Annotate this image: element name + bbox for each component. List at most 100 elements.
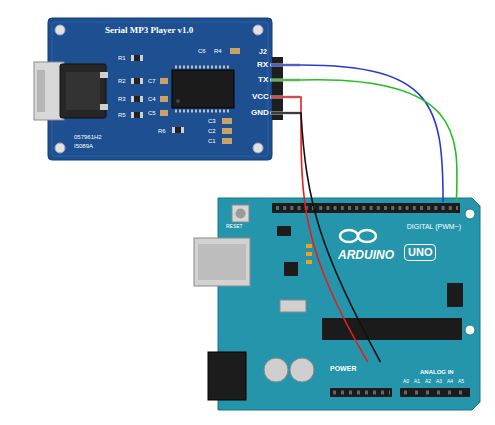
capacitors bbox=[290, 358, 314, 382]
jumper-wire bbox=[271, 65, 443, 202]
usb-port bbox=[194, 238, 250, 286]
status-leds bbox=[306, 260, 312, 264]
arduino-pcb bbox=[465, 209, 475, 219]
arduino-logo bbox=[340, 230, 376, 242]
board-marking: I5089A bbox=[74, 143, 93, 149]
power-jack bbox=[208, 352, 246, 400]
module-pcb bbox=[55, 143, 65, 153]
arduino-pcb bbox=[218, 198, 480, 410]
pin-name: A5 bbox=[458, 379, 464, 384]
audio-jack bbox=[66, 72, 100, 110]
audio-jack bbox=[100, 72, 108, 78]
decoder-chip bbox=[175, 110, 231, 113]
reset-button bbox=[236, 209, 246, 219]
digital-header bbox=[276, 206, 458, 210]
module-pcb bbox=[55, 25, 65, 35]
pin-name: GND bbox=[251, 109, 269, 117]
usb-port bbox=[198, 244, 246, 280]
arduino-logo bbox=[358, 230, 376, 242]
pin-name: A2 bbox=[425, 379, 431, 384]
arduino-logo bbox=[340, 230, 358, 242]
chips bbox=[322, 318, 462, 340]
pin-label: GND bbox=[250, 108, 270, 118]
smd-parts bbox=[230, 48, 240, 54]
board-title: Serial MP3 Player v1.0 bbox=[105, 26, 193, 35]
part-reference: C4 bbox=[148, 96, 156, 102]
part-reference: R1 bbox=[118, 55, 126, 61]
part-reference: C6 bbox=[198, 48, 206, 54]
part-reference: C2 bbox=[208, 128, 216, 134]
part-reference: R5 bbox=[118, 112, 126, 118]
digital-header bbox=[272, 203, 460, 213]
header-label: POWER bbox=[330, 365, 356, 372]
smd-parts bbox=[131, 78, 143, 84]
pin-name: A1 bbox=[414, 379, 420, 384]
pin-label: VCC bbox=[251, 92, 270, 102]
capacitors bbox=[264, 358, 288, 382]
icsp-header bbox=[447, 283, 463, 307]
brand-logo: ARDUINO bbox=[338, 249, 394, 261]
icsp-header bbox=[277, 226, 291, 236]
part-reference: C7 bbox=[148, 78, 156, 84]
digital-header-block: DIGITAL (PWM~) bbox=[330, 202, 463, 232]
part-reference: R3 bbox=[118, 96, 126, 102]
smd-parts bbox=[131, 96, 143, 102]
pin-name: TX bbox=[258, 76, 268, 84]
part-reference: C3 bbox=[208, 118, 216, 124]
smd-parts bbox=[160, 78, 168, 84]
board-marking: 057961H2 bbox=[74, 134, 102, 140]
audio-jack bbox=[60, 64, 106, 118]
module-pcb bbox=[48, 18, 272, 160]
header-label: DIGITAL (PWM~) bbox=[407, 223, 461, 230]
reset-button bbox=[232, 205, 249, 222]
smd-parts bbox=[160, 96, 168, 102]
arduino-pcb bbox=[465, 325, 475, 335]
pin-label: TX bbox=[257, 75, 270, 85]
board-label: ANALOG IN bbox=[420, 369, 454, 375]
bottom-headers bbox=[330, 388, 392, 397]
connector-name: J2 bbox=[259, 48, 267, 55]
board-label: RESET bbox=[226, 224, 243, 229]
decoder-chip bbox=[176, 99, 180, 103]
audio-jack bbox=[37, 70, 45, 112]
pin-name: A4 bbox=[447, 379, 453, 384]
audio-jack bbox=[34, 62, 108, 120]
smd-parts bbox=[160, 110, 168, 116]
bottom-headers bbox=[400, 388, 470, 397]
smd-parts bbox=[172, 127, 184, 133]
module-pcb bbox=[48, 18, 272, 160]
pin-label: RX bbox=[256, 60, 270, 70]
decoder-chip bbox=[172, 67, 234, 111]
jumper-wire bbox=[271, 80, 457, 202]
smd-parts bbox=[222, 118, 232, 124]
pin-name: VCC bbox=[252, 93, 269, 101]
status-leds bbox=[306, 244, 312, 264]
smd-parts bbox=[131, 48, 240, 144]
icsp-header bbox=[277, 226, 463, 307]
chips bbox=[280, 300, 306, 312]
part-reference: C5 bbox=[148, 110, 156, 116]
power-header-block: POWER bbox=[328, 362, 392, 398]
smd-parts bbox=[131, 55, 143, 61]
pin-name: A3 bbox=[436, 379, 442, 384]
part-reference: C1 bbox=[208, 138, 216, 144]
smd-parts bbox=[131, 112, 143, 118]
part-reference: R2 bbox=[118, 78, 126, 84]
jumper-wire bbox=[271, 113, 380, 362]
smd-parts bbox=[134, 112, 140, 118]
pin-name: A0 bbox=[403, 379, 409, 384]
module-pcb bbox=[253, 25, 263, 35]
audio-jack bbox=[100, 104, 108, 110]
bottom-headers bbox=[404, 391, 468, 395]
chips bbox=[284, 262, 298, 276]
smd-parts bbox=[175, 127, 181, 133]
smd-parts bbox=[134, 78, 140, 84]
capacitors bbox=[264, 358, 314, 382]
pin-header bbox=[270, 57, 300, 120]
decoder-chip bbox=[172, 70, 234, 108]
part-reference: R4 bbox=[214, 48, 222, 54]
